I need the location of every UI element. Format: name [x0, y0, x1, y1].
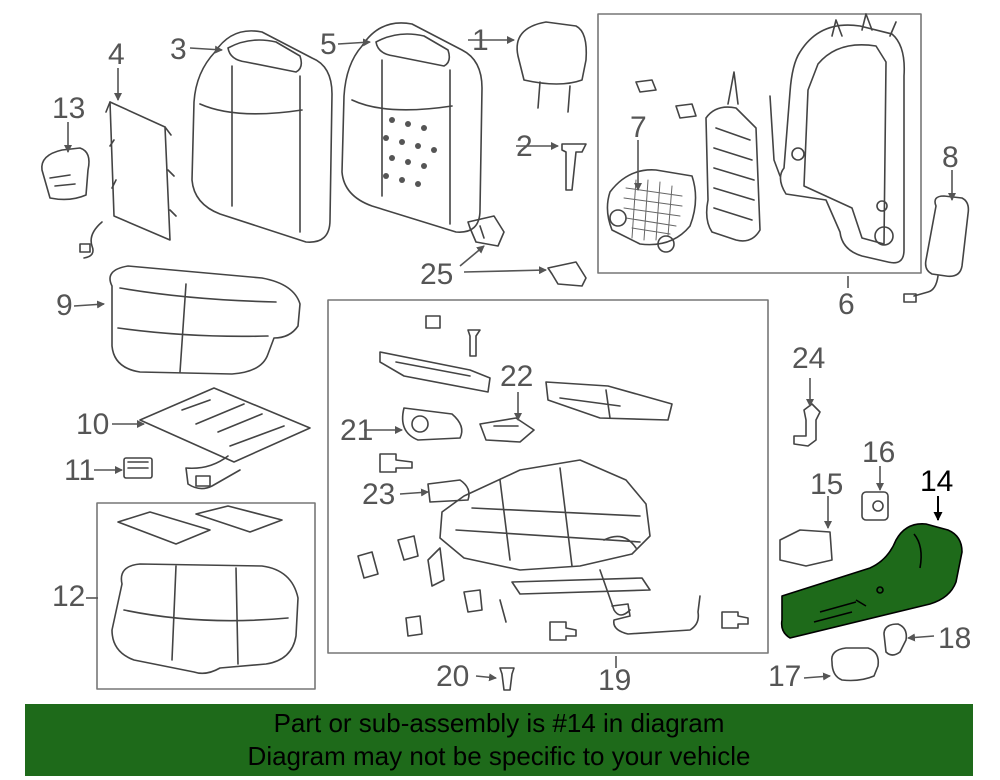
part-20-screw: [499, 667, 515, 691]
clip-d: [397, 535, 419, 561]
callout-15: 15: [810, 468, 844, 501]
part-25-bracket-b: [547, 261, 587, 287]
callout-19: 19: [598, 664, 632, 697]
cushion-pad-group-box: [96, 502, 316, 690]
info-banner: Part or sub-assembly is #14 in diagram D…: [25, 704, 973, 776]
part-7-lumbar: [606, 169, 697, 246]
callout-20: 20: [436, 660, 470, 693]
part-16-switch: [861, 491, 889, 521]
seatback-spring-assembly: [705, 106, 761, 242]
callout-22: 22: [500, 360, 534, 393]
part-1-headrest: [516, 21, 588, 85]
clip-b: [675, 103, 697, 119]
part-23-actuator: [427, 479, 470, 503]
callout-7: 7: [630, 111, 647, 144]
callout-11: 11: [64, 454, 96, 487]
callout-12: 12: [52, 580, 86, 613]
pad-sheet-a: [117, 511, 211, 545]
part-5-seatback-cover: [341, 22, 483, 233]
clip-e: [463, 589, 483, 613]
bolt-a: [379, 453, 413, 473]
bolt-c: [721, 611, 749, 629]
callout-5: 5: [320, 28, 337, 61]
part-13-cover: [41, 147, 90, 201]
part-12-cushion-pad: [111, 563, 299, 675]
part-11-connector: [123, 457, 153, 479]
frame-group-box: [597, 13, 922, 274]
clip-c: [357, 551, 379, 579]
part-19-seat-adjuster: [439, 459, 651, 571]
part-21-motor: [401, 407, 463, 441]
pad-sheet-b: [195, 505, 283, 533]
clip-a: [635, 79, 657, 93]
part-2-guide: [561, 143, 587, 191]
banner-line-2: Diagram may not be specific to your vehi…: [247, 741, 751, 771]
part-6-seatback-frame: [779, 24, 906, 264]
callout-23: 23: [362, 478, 396, 511]
callout-14-highlighted: 14: [920, 465, 954, 498]
perforation-dots: [383, 117, 437, 187]
callout-24: 24: [792, 342, 826, 375]
part-18-knob: [883, 623, 908, 656]
callout-18: 18: [938, 622, 972, 655]
wire-harness: [611, 595, 701, 635]
callout-2: 2: [516, 130, 533, 163]
callout-16: 16: [862, 436, 896, 469]
callout-25: 25: [420, 258, 454, 291]
part-4-backboard: [109, 101, 171, 241]
part-10-heater-mat: [139, 387, 311, 463]
banner-line-1: Part or sub-assembly is #14 in diagram: [273, 708, 725, 738]
adjuster-group-box: [327, 299, 769, 654]
callout-4: 4: [108, 38, 125, 71]
part-14-seat-shield-highlighted: [780, 523, 963, 639]
callout-17: 17: [768, 660, 802, 693]
part-9-cushion-cover: [109, 265, 301, 375]
callout-3: 3: [170, 33, 187, 66]
part-15-switch-knob: [779, 529, 833, 567]
part-22-cover: [379, 351, 491, 393]
callout-13: 13: [52, 92, 86, 125]
bolt-b: [549, 621, 577, 641]
part-25-bracket-a: [467, 215, 505, 247]
part-24-bracket: [793, 403, 821, 447]
part-3-seatback-cover: [191, 30, 333, 243]
part-22-knob: [479, 417, 535, 443]
callout-1: 1: [472, 24, 489, 57]
seat-parts-diagram: [41, 13, 970, 691]
callout-8: 8: [942, 141, 959, 174]
callout-10: 10: [76, 408, 110, 441]
adjuster-bar: [545, 381, 673, 421]
part-8-side-airbag: [924, 195, 970, 278]
callout-9: 9: [56, 289, 73, 322]
part-17-knob: [830, 647, 880, 682]
callout-6: 6: [838, 288, 855, 321]
clip-f: [405, 615, 423, 637]
callout-21: 21: [340, 414, 374, 447]
